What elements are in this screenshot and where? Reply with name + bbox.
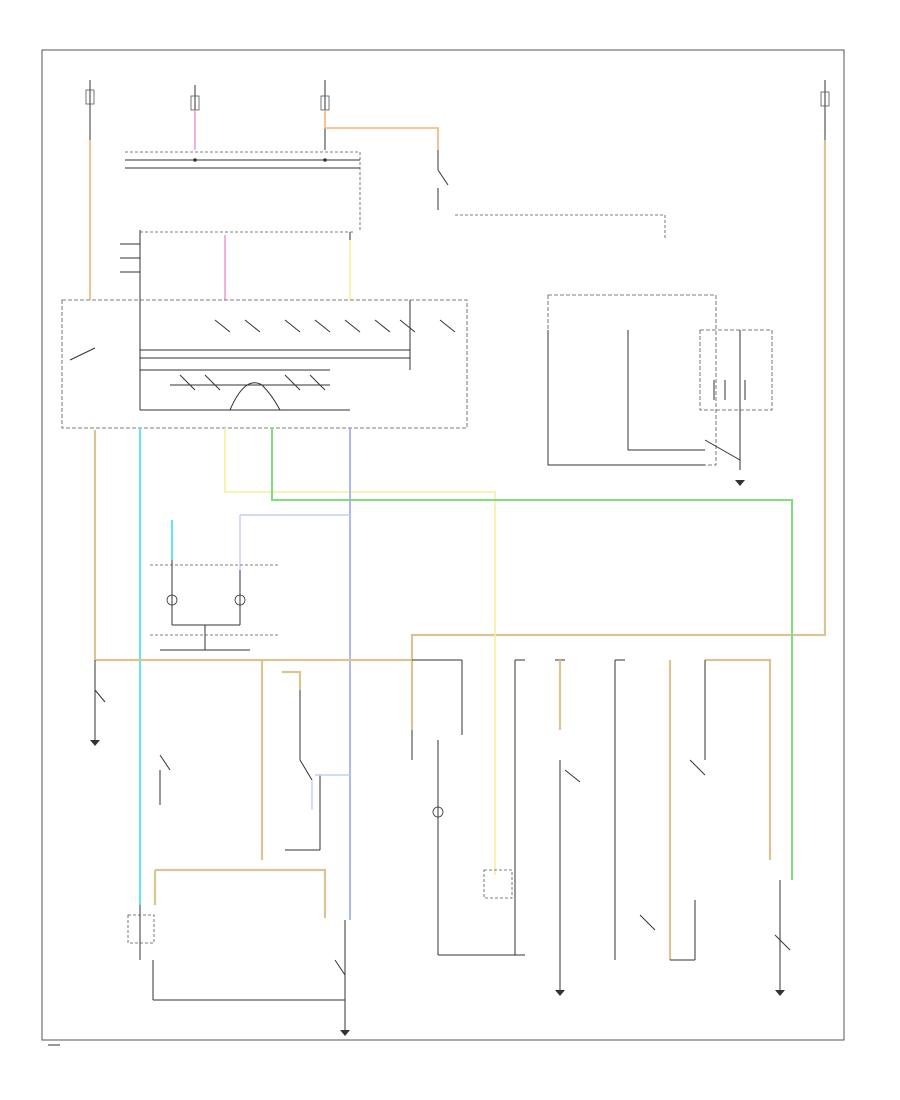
top-right-switch (437, 150, 666, 240)
bottom-left-lamps (127, 905, 350, 1036)
upper-connector-row (120, 230, 355, 300)
green-wire-main (271, 428, 793, 880)
orange-wire-top (324, 110, 439, 150)
tan-wire-bottom-loop (155, 868, 327, 918)
tan-wire-far-right (705, 658, 772, 860)
headlamp-switch-block (61, 299, 468, 429)
indicator-lamps (150, 560, 280, 651)
right-lamp-drops (411, 660, 791, 996)
center-switch (159, 690, 350, 851)
left-lower-chain (90, 660, 106, 746)
diagram-frame (41, 49, 845, 1041)
top-fuse-feeds (85, 80, 830, 150)
yellow-wire-main (224, 428, 496, 875)
right-module (547, 294, 773, 486)
tan-wire-center-branch (282, 670, 302, 690)
tan-wire-right-feed (410, 140, 827, 730)
top-bus (125, 151, 361, 232)
